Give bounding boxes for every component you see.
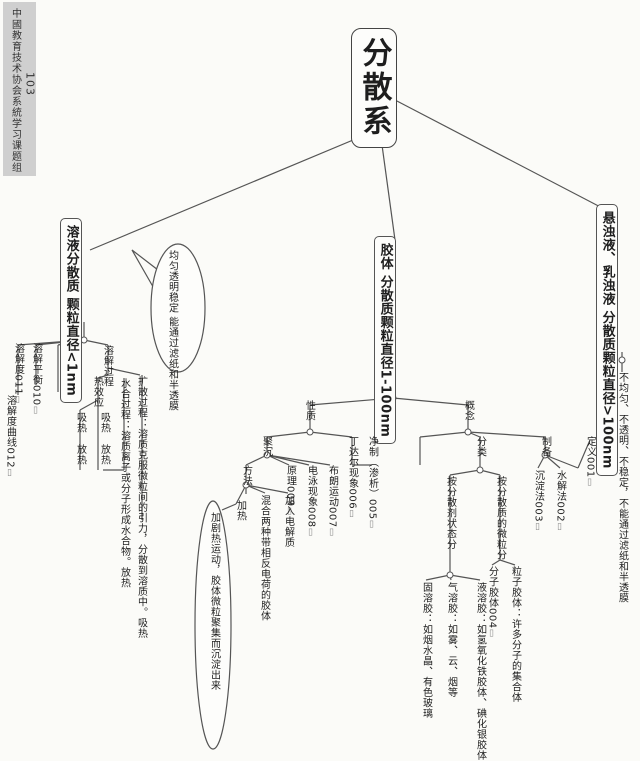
- left-note-tail: [131, 249, 159, 293]
- node-coag-principle: 原理009▯: [284, 465, 296, 518]
- node-solid-sol: 固溶胶：如烟水晶、有色玻璃: [420, 582, 432, 719]
- left-branch-box: 溶液分散质 颗粒直径<1nm: [60, 218, 82, 404]
- node-by-dispersant: 按分散剂状态分: [444, 476, 456, 550]
- document-icon: ▯: [532, 522, 543, 533]
- node-electrophoresis: 电泳现象008▯: [305, 465, 317, 539]
- node-diffusion: 扩散过程：溶质克服微粒间的引力，分散到溶质中。吸热: [135, 376, 147, 639]
- node-methods: 方法: [240, 465, 252, 486]
- node-definition: 定义001▯: [584, 436, 596, 489]
- node-coagulation: 聚沉: [260, 436, 272, 457]
- right-branch-line2: 分散质颗粒直径>100nm: [599, 310, 615, 469]
- node-heating: 加热: [234, 500, 246, 521]
- node-absorb-heat-2: 吸热: [98, 412, 110, 433]
- left-note-bubble: [150, 243, 206, 373]
- document-icon: ▯: [326, 527, 337, 539]
- node-liquid-sol: 液溶胶：如氢氧化铁胶体、碘化银胶体: [474, 582, 486, 761]
- document-icon: ▯: [305, 527, 316, 539]
- connector-title-left: [89, 129, 378, 251]
- node-dissolution: 溶解过程: [101, 345, 113, 387]
- left-note-line1: 均匀透明稳定: [166, 250, 178, 313]
- document-icon: ▯: [366, 519, 377, 531]
- node-solubility: 溶解度011▯: [12, 343, 24, 406]
- connector-title-middle: [381, 144, 396, 241]
- middle-branch-box: 胶体 分散质颗粒直径1-100nm: [374, 236, 396, 445]
- document-icon: ▯: [584, 477, 595, 489]
- right-branch-box: 悬浊液、乳浊液 分散质颗粒直径>100nm: [596, 204, 618, 476]
- node-release-heat-2: 放热: [98, 444, 110, 465]
- left-branch-line2: 颗粒直径<1nm: [63, 297, 79, 397]
- node-concept: 概念: [462, 400, 474, 421]
- middle-branch-line1: 胶体: [377, 243, 393, 270]
- node-thermal: 热效应: [91, 376, 103, 408]
- document-icon: ▯: [284, 506, 295, 518]
- node-classification: 分类: [474, 436, 486, 457]
- title: 分散系: [351, 28, 397, 148]
- document-icon: ▯: [346, 509, 357, 520]
- node-preparation: 制备: [539, 436, 551, 457]
- node-brownian: 布朗运动007▯: [326, 465, 338, 539]
- right-branch-line1: 悬浊液、乳浊液: [599, 211, 615, 306]
- node-absorb-heat-1: 吸热: [74, 412, 86, 433]
- left-note-line2: 能通过滤纸和半透膜: [166, 316, 178, 412]
- node-add-electrolyte: 加入电解质: [282, 495, 294, 548]
- document-icon: ▯: [12, 395, 23, 406]
- connector-title-right: [394, 99, 611, 213]
- node-particle-colloid: 粒子胶体：许多分子的集合体: [509, 566, 521, 703]
- node-properties: 性质: [303, 400, 315, 421]
- left-note: 均匀透明稳定 能通过滤纸和半透膜: [165, 250, 178, 411]
- document-icon: ▯: [4, 468, 15, 479]
- left-branch-line1: 溶液分散质: [63, 225, 79, 293]
- header-number: 103: [23, 72, 37, 96]
- node-purification: 净制（渗析）005▯: [366, 436, 378, 531]
- document-icon: ▯: [30, 405, 41, 417]
- node-mix-opposite: 混合两种带相反电荷的胶体: [258, 495, 270, 621]
- header-org: 中國教育技术协会系統学习课题组: [9, 8, 21, 173]
- header-panel: 中國教育技术协会系統学习课题组 103: [3, 2, 37, 176]
- heating-note: 加剧热运动，胶体微粒聚集而沉淀出来: [208, 512, 220, 691]
- node-solubility-eq: 溶解平衡010▯: [30, 343, 42, 417]
- node-hydrolysis: 水解法002▯: [554, 470, 566, 533]
- node-gas-sol: 气溶胶：如雾、云、烟等: [445, 582, 457, 698]
- node-molecule-colloid: 分子胶体004▯: [486, 566, 498, 640]
- node-tyndall: 丁达尔现象006▯: [346, 436, 358, 520]
- node-hydration: 水合过程：溶质离子或分子形成水合物。放热: [118, 378, 130, 588]
- heating-note-bubble: [194, 500, 232, 750]
- node-solubility-curve: 溶解度曲线012▯: [4, 395, 16, 479]
- node-suspension-properties: 不均匀、不透明、不稳定，不能通过滤纸和半透膜: [616, 372, 628, 603]
- document-icon: ▯: [486, 628, 497, 640]
- document-icon: ▯: [554, 522, 565, 533]
- node-release-heat-1: 放热: [74, 444, 86, 465]
- middle-branch-line2: 分散质颗粒直径1-100nm: [377, 275, 393, 438]
- node-precipitation: 沉淀法003▯: [532, 470, 544, 533]
- node-by-particle: 按分散质的微粒分: [494, 476, 506, 560]
